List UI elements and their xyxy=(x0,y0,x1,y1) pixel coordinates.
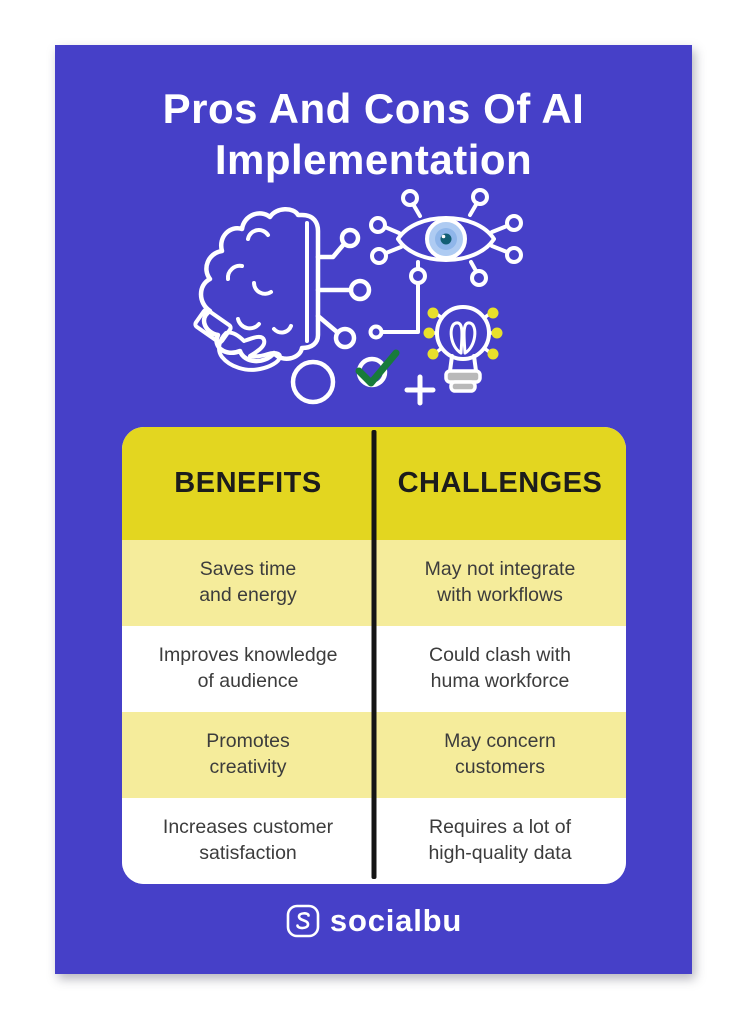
title-line-1: Pros And Cons Of AI xyxy=(162,85,585,132)
cell-line: of audience xyxy=(197,670,299,692)
cell-line: with workflows xyxy=(437,584,563,606)
cell-line: Promotes xyxy=(206,730,290,753)
cell-line: May not integrate xyxy=(424,558,576,581)
column-header-benefits: BENEFITS xyxy=(174,467,322,499)
brand-logo: socialbu xyxy=(55,903,692,939)
pros-cons-table: BENEFITS CHALLENGES Saves time and energ… xyxy=(122,427,626,884)
cell-line: May concern xyxy=(444,730,556,753)
title-line-2: Implementation xyxy=(214,136,533,184)
challenge-cell: Could clash with huma workforce xyxy=(374,626,626,712)
cell-line: satisfaction xyxy=(199,842,297,864)
page-title: Pros And Cons Of AI Implementation xyxy=(55,83,692,185)
infographic-poster: Pros And Cons Of AI Implementation xyxy=(55,45,692,974)
challenge-cell: Requires a lot of high-quality data xyxy=(374,798,626,884)
cell-line: Could clash with xyxy=(429,644,571,667)
brain-circuit-icon xyxy=(198,207,372,364)
benefit-cell: Improves knowledge of audience xyxy=(122,626,374,712)
column-header-challenges: CHALLENGES xyxy=(397,467,603,499)
ai-eye-icon xyxy=(368,188,523,340)
brand-wordmark: socialbu xyxy=(329,903,463,938)
column-divider xyxy=(371,430,377,879)
cell-line: Requires a lot of xyxy=(429,816,571,839)
cell-line: Increases customer xyxy=(162,816,334,839)
socialbu-icon xyxy=(286,904,320,938)
benefit-cell: Increases customer satisfaction xyxy=(122,798,374,884)
cell-line: huma workforce xyxy=(430,670,570,692)
circle-icon xyxy=(290,359,336,405)
cell-line: creativity xyxy=(209,756,287,778)
cell-line: and energy xyxy=(199,584,297,606)
benefit-cell: Promotes creativity xyxy=(122,712,374,798)
lightbulb-network-icon xyxy=(423,305,503,393)
hand-icon xyxy=(193,307,282,372)
cell-line: Improves knowledge xyxy=(158,644,338,667)
cell-line: Saves time xyxy=(199,558,297,581)
challenge-cell: May concern customers xyxy=(374,712,626,798)
cell-line: high-quality data xyxy=(428,842,572,864)
challenge-cell: May not integrate with workflows xyxy=(374,540,626,626)
plus-icon xyxy=(404,374,436,406)
cell-line: customers xyxy=(455,756,545,778)
ai-illustration xyxy=(193,188,523,406)
check-icon xyxy=(355,349,400,388)
benefit-cell: Saves time and energy xyxy=(122,540,374,626)
